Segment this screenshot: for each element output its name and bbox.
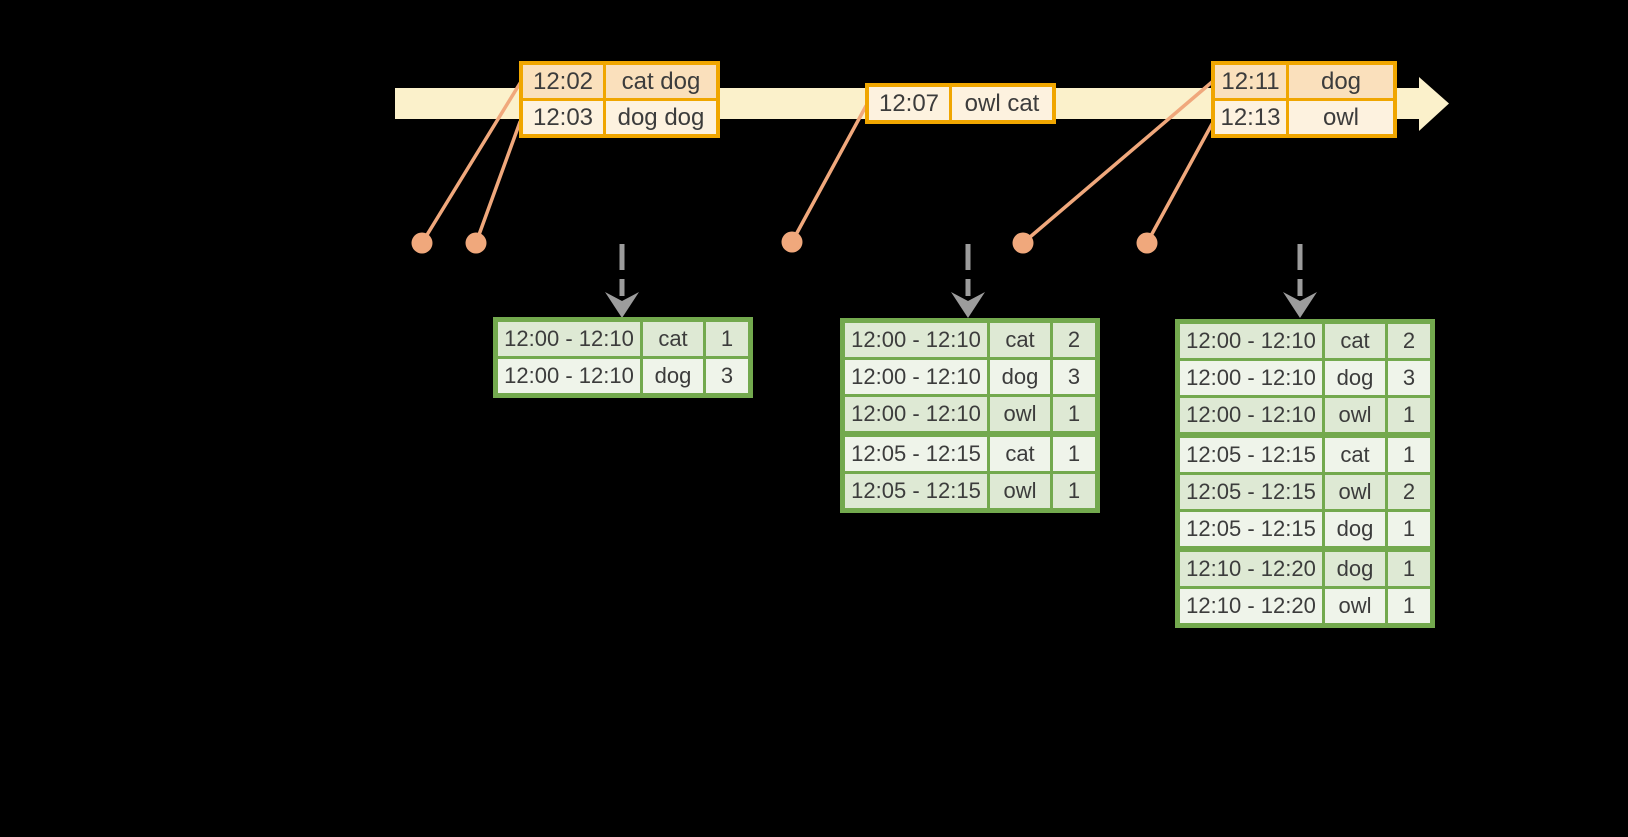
event-words-cell: dog — [1289, 65, 1393, 98]
event-time-cell: 12:03 — [523, 101, 603, 134]
event-dots — [411, 231, 1158, 254]
word-cell: cat — [990, 323, 1050, 357]
window-cell: 12:10 - 12:20 — [1180, 552, 1322, 586]
table-row: 12:05 - 12:15 owl 1 — [845, 474, 1095, 508]
count-cell: 3 — [1053, 360, 1095, 394]
connector-line — [420, 78, 524, 245]
word-cell: dog — [1325, 512, 1385, 546]
result-table-2: 12:00 - 12:10 cat 2 12:00 - 12:10 dog 3 … — [840, 318, 1100, 513]
result-table-1: 12:00 - 12:10 cat 1 12:00 - 12:10 dog 3 — [493, 317, 753, 398]
table-row: 12:00 - 12:10 cat 2 — [1180, 324, 1430, 358]
count-cell: 1 — [1388, 512, 1430, 546]
event-dot — [465, 232, 487, 254]
word-cell: owl — [1325, 475, 1385, 509]
word-cell: cat — [643, 322, 703, 356]
event-table-1: 12:02 cat dog 12:03 dog dog — [519, 61, 720, 138]
count-cell: 3 — [1388, 361, 1430, 395]
table-row: 12:10 - 12:20 owl 1 — [1180, 589, 1430, 623]
event-dot — [1012, 232, 1034, 254]
event-words-cell: cat dog — [606, 65, 716, 98]
event-table-2: 12:07 owl cat — [865, 83, 1056, 124]
connector-line — [790, 104, 868, 244]
word-cell: dog — [1325, 552, 1385, 586]
count-cell: 1 — [1053, 397, 1095, 431]
table-row: 12:00 - 12:10 dog 3 — [845, 360, 1095, 394]
table-row: 12:00 - 12:10 owl 1 — [845, 397, 1095, 431]
count-cell: 1 — [1388, 438, 1430, 472]
event-dot — [1136, 232, 1158, 254]
table-row: 12:10 - 12:20 dog 1 — [1180, 552, 1430, 586]
count-cell: 2 — [1388, 475, 1430, 509]
window-cell: 12:00 - 12:10 — [845, 323, 987, 357]
word-cell: cat — [990, 437, 1050, 471]
table-row: 12:05 - 12:15 owl 2 — [1180, 475, 1430, 509]
window-cell: 12:00 - 12:10 — [845, 397, 987, 431]
window-cell: 12:05 - 12:15 — [1180, 438, 1322, 472]
result-table-3: 12:00 - 12:10 cat 2 12:00 - 12:10 dog 3 … — [1175, 319, 1435, 628]
window-cell: 12:05 - 12:15 — [845, 437, 987, 471]
event-table-3: 12:11 dog 12:13 owl — [1211, 61, 1397, 138]
event-time-cell: 12:07 — [869, 87, 949, 120]
table-row: 12:05 - 12:15 cat 1 — [845, 437, 1095, 471]
count-cell: 3 — [706, 359, 748, 393]
word-cell: dog — [990, 360, 1050, 394]
word-cell: owl — [1325, 589, 1385, 623]
word-cell: owl — [990, 474, 1050, 508]
count-cell: 1 — [1388, 398, 1430, 432]
word-cell: dog — [1325, 361, 1385, 395]
table-row: 12:00 - 12:10 dog 3 — [1180, 361, 1430, 395]
count-cell: 1 — [1053, 474, 1095, 508]
connector-lines — [420, 78, 1214, 245]
word-cell: owl — [990, 397, 1050, 431]
timeline-arrowhead-icon — [1419, 77, 1449, 131]
table-row: 12:05 - 12:15 cat 1 — [1180, 438, 1430, 472]
window-cell: 12:05 - 12:15 — [1180, 512, 1322, 546]
event-dot — [411, 232, 433, 254]
count-cell: 1 — [706, 322, 748, 356]
event-time-cell: 12:02 — [523, 65, 603, 98]
word-cell: dog — [643, 359, 703, 393]
window-cell: 12:00 - 12:10 — [498, 359, 640, 393]
count-cell: 2 — [1053, 323, 1095, 357]
count-cell: 1 — [1388, 552, 1430, 586]
window-cell: 12:05 - 12:15 — [845, 474, 987, 508]
window-cell: 12:10 - 12:20 — [1180, 589, 1322, 623]
event-words-cell: owl cat — [952, 87, 1052, 120]
window-cell: 12:00 - 12:10 — [498, 322, 640, 356]
window-cell: 12:00 - 12:10 — [1180, 398, 1322, 432]
event-time-cell: 12:13 — [1215, 101, 1286, 134]
table-row: 12:00 - 12:10 owl 1 — [1180, 398, 1430, 432]
trigger-arrowhead-icon — [1283, 292, 1317, 318]
table-row: 12:00 - 12:10 cat 2 — [845, 323, 1095, 357]
count-cell: 1 — [1053, 437, 1095, 471]
table-row: 12:05 - 12:15 dog 1 — [1180, 512, 1430, 546]
event-words-cell: owl — [1289, 101, 1393, 134]
table-row: 12:00 - 12:10 cat 1 — [498, 322, 748, 356]
word-cell: owl — [1325, 398, 1385, 432]
event-words-cell: dog dog — [606, 101, 716, 134]
connector-line — [474, 120, 522, 245]
table-row: 12:00 - 12:10 dog 3 — [498, 359, 748, 393]
trigger-arrowhead-icon — [605, 292, 639, 318]
connector-line — [1145, 122, 1214, 245]
connector-line — [1021, 80, 1214, 245]
event-time-cell: 12:11 — [1215, 65, 1286, 98]
trigger-arrows — [605, 244, 1317, 318]
word-cell: cat — [1325, 324, 1385, 358]
count-cell: 2 — [1388, 324, 1430, 358]
word-cell: cat — [1325, 438, 1385, 472]
window-cell: 12:05 - 12:15 — [1180, 475, 1322, 509]
window-cell: 12:00 - 12:10 — [845, 360, 987, 394]
window-cell: 12:00 - 12:10 — [1180, 324, 1322, 358]
event-dot — [781, 231, 803, 253]
trigger-arrowhead-icon — [951, 292, 985, 318]
window-cell: 12:00 - 12:10 — [1180, 361, 1322, 395]
count-cell: 1 — [1388, 589, 1430, 623]
